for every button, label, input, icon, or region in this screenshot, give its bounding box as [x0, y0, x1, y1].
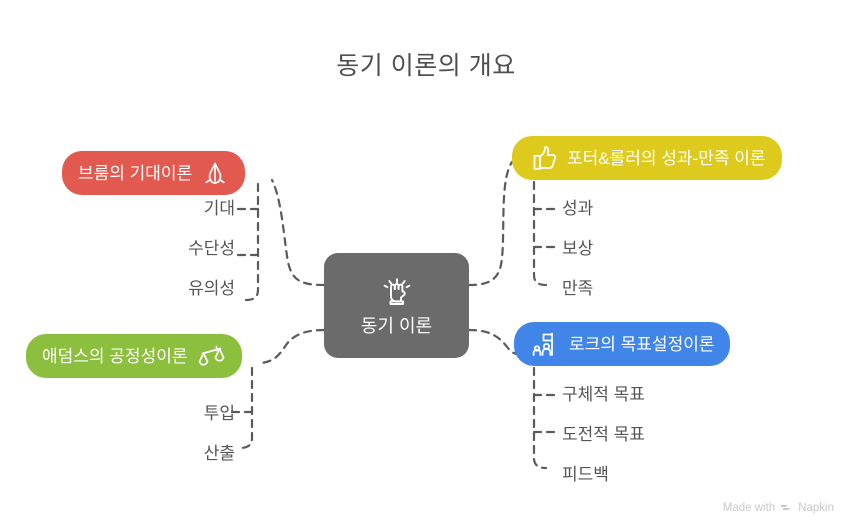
sub-item: 성과	[562, 199, 594, 218]
sub-item: 산출	[203, 444, 235, 463]
sub-item: 만족	[562, 279, 594, 298]
connector-center-to-adams	[256, 328, 326, 365]
napkin-logo-icon	[780, 501, 793, 514]
connector-center-to-vroom	[270, 178, 326, 287]
branch-node-adams[interactable]: 애덤스의 공정성이론	[26, 334, 243, 378]
sub-items-porter-lawler: 성과 보상 만족	[562, 200, 762, 297]
connector-porter-spine	[532, 180, 548, 287]
watermark-brand: Napkin	[798, 501, 834, 514]
raised-fist-icon	[380, 276, 414, 310]
branch-node-vroom-label: 브룸의 기대이론	[78, 163, 193, 183]
central-node-label: 동기 이론	[360, 316, 433, 336]
praying-hands-icon	[201, 159, 229, 187]
goal-flag-people-icon	[530, 329, 560, 359]
sub-items-adams: 투입 산출	[110, 405, 235, 462]
branch-node-locke-label: 로크의 목표설정이론	[569, 334, 715, 354]
sub-items-vroom: 기대 수단성 유의성	[110, 200, 235, 297]
branch-node-porter-lawler[interactable]: 포터&롤러의 성과-만족 이론	[512, 136, 782, 180]
connector-adams-spine	[238, 366, 254, 450]
sub-item: 구체적 목표	[562, 385, 645, 404]
sub-item: 투입	[203, 404, 235, 423]
central-node-motivation-theory[interactable]: 동기 이론	[324, 253, 469, 358]
sub-item: 피드백	[562, 465, 609, 484]
page-title: 동기 이론의 개요	[336, 52, 516, 80]
sub-items-locke: 구체적 목표 도전적 목표 피드백	[562, 386, 782, 483]
connector-center-to-porter	[467, 160, 514, 287]
branch-node-vroom[interactable]: 브룸의 기대이론	[62, 151, 246, 195]
sub-item: 보상	[562, 239, 594, 258]
sub-item: 도전적 목표	[562, 425, 645, 444]
thumbs-up-icon	[528, 143, 558, 173]
watermark: Made with Napkin	[723, 501, 834, 514]
watermark-prefix: Made with	[722, 501, 776, 514]
sub-item: 수단성	[188, 239, 235, 258]
branch-node-locke[interactable]: 로크의 목표설정이론	[514, 322, 731, 366]
connector-vroom-spine	[244, 182, 260, 302]
branch-node-porter-lawler-label: 포터&롤러의 성과-만족 이론	[567, 148, 766, 168]
branch-node-adams-label: 애덤스의 공정성이론	[42, 346, 188, 366]
connector-locke-spine	[532, 366, 548, 470]
sub-item: 유의성	[188, 279, 235, 298]
balance-scale-icon	[196, 342, 226, 370]
sub-item: 기대	[203, 199, 235, 218]
